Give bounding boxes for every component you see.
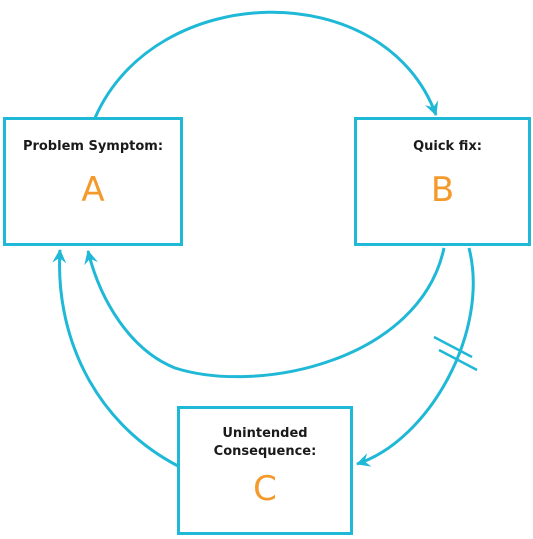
arrow-c-to-a — [52, 249, 179, 468]
node-a-title: Problem Symptom: — [22, 139, 164, 154]
node-c-title: Unintended Consequence: — [213, 426, 317, 459]
arrow-b-to-a — [84, 247, 446, 379]
node-problem-symptom: Problem Symptom: A — [3, 117, 183, 246]
arrow-a-to-b — [93, 10, 439, 119]
node-c-letter: C — [253, 469, 277, 509]
delay-mark — [433, 335, 478, 372]
node-a-letter: A — [81, 170, 105, 210]
node-b-title: Quick fix: — [413, 139, 482, 154]
node-quick-fix: Quick fix: B — [354, 117, 531, 246]
node-unintended-consequence: Unintended Consequence: C — [177, 406, 353, 535]
node-b-letter: B — [430, 170, 455, 210]
arrow-b-to-c-delayed — [356, 247, 475, 467]
